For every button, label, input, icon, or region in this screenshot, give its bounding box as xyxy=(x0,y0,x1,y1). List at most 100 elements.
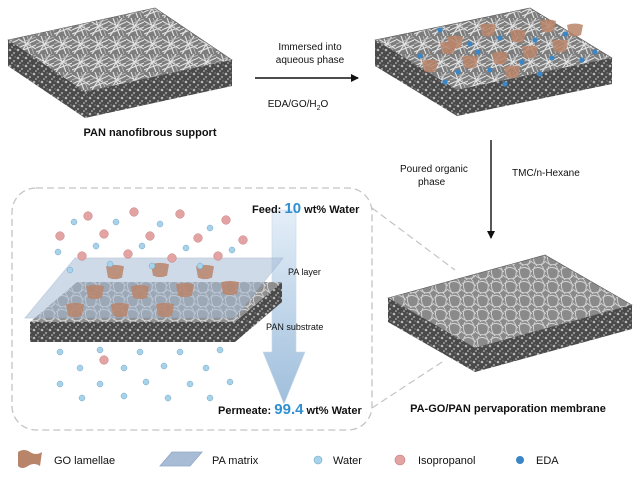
eda-dot xyxy=(532,37,538,43)
water-molecule xyxy=(54,248,62,256)
water-molecule xyxy=(138,242,146,250)
legend-isopropanol: Isopropanol xyxy=(418,455,476,467)
go-flake xyxy=(422,59,438,73)
pa-matrix-legend-swatch xyxy=(159,451,203,467)
go-flake xyxy=(86,284,104,300)
water-molecule xyxy=(66,266,74,274)
water-molecule xyxy=(196,262,204,270)
detail-zoom-box xyxy=(11,187,373,431)
water-molecule xyxy=(70,218,78,226)
detail-go-lamellae-group xyxy=(66,262,239,318)
eda-dot xyxy=(467,41,473,47)
water-molecule xyxy=(160,362,168,370)
go-flake xyxy=(492,51,508,65)
water-molecule xyxy=(164,394,172,402)
go-flake xyxy=(151,262,169,278)
go-flake xyxy=(510,29,526,43)
legend-eda: EDA xyxy=(536,455,559,467)
isopropanol-molecule xyxy=(77,251,87,261)
water-molecule xyxy=(78,394,86,402)
isopropanol-molecule xyxy=(83,211,93,221)
eda-dot xyxy=(592,49,598,55)
molecule-group xyxy=(54,207,248,402)
isopropanol-molecule xyxy=(213,251,223,261)
isopropanol-molecule xyxy=(145,231,155,241)
go-flake xyxy=(540,19,556,33)
isopropanol-molecule xyxy=(175,209,185,219)
isopropanol-molecule xyxy=(99,229,109,239)
water-molecule xyxy=(120,392,128,400)
go-flake xyxy=(552,39,568,53)
eda-dot xyxy=(497,35,503,41)
eda-dot xyxy=(455,69,461,75)
isopropanol-molecule xyxy=(221,215,231,225)
legend-pa-matrix: PA matrix xyxy=(212,455,259,467)
water-molecule xyxy=(228,246,236,254)
water-molecule xyxy=(112,218,120,226)
water-molecule xyxy=(92,242,100,250)
pa-layer-label: PA layer xyxy=(288,267,321,277)
water-molecule xyxy=(120,364,128,372)
eda-dot xyxy=(537,71,543,77)
water-molecule xyxy=(148,262,156,270)
isopropanol-molecule xyxy=(129,207,139,217)
eda-dot xyxy=(442,79,448,85)
water-molecule xyxy=(216,346,224,354)
product-membrane-label: PA-GO/PAN pervaporation membrane xyxy=(410,403,606,415)
go-flake xyxy=(440,41,456,55)
isopropanol-molecule xyxy=(123,249,133,259)
water-molecule xyxy=(142,378,150,386)
water-molecule xyxy=(96,346,104,354)
immersion-step-line1: Immersed into xyxy=(278,42,342,53)
eda-legend-swatch xyxy=(516,456,524,464)
go-flake xyxy=(156,302,174,318)
go-flake xyxy=(111,302,129,318)
water-molecule xyxy=(206,394,214,402)
go-lamellae-legend-swatch xyxy=(18,450,42,468)
eda-dot xyxy=(487,67,493,73)
pan-substrate-label: PAN substrate xyxy=(266,322,323,332)
go-flake xyxy=(462,55,478,69)
pan-support-label: PAN nanofibrous support xyxy=(83,127,216,139)
go-lamellae-group xyxy=(422,19,583,79)
pa-go-pan-membrane-slab xyxy=(387,254,633,372)
eda-dot xyxy=(579,57,585,63)
water-molecule xyxy=(226,378,234,386)
eda-dot xyxy=(417,53,423,59)
eda-dot xyxy=(562,31,568,37)
water-molecule xyxy=(202,364,210,372)
feed-label: Feed: 10 wt% Water xyxy=(252,200,360,217)
isopropanol-molecule xyxy=(167,253,177,263)
water-molecule xyxy=(176,348,184,356)
water-molecule xyxy=(182,244,190,252)
pan-support-slab xyxy=(7,7,233,118)
immersion-step-line2: aqueous phase xyxy=(276,55,345,66)
water-molecule xyxy=(56,380,64,388)
water-molecule xyxy=(156,220,164,228)
legend-go-lamellae: GO lamellae xyxy=(54,455,115,467)
zoom-connector-bottom xyxy=(371,359,446,409)
go-flake xyxy=(480,23,496,37)
go-flake xyxy=(106,264,124,280)
eda-dot xyxy=(502,81,508,87)
eda-dot xyxy=(519,59,525,65)
go-flake xyxy=(221,280,239,296)
go-flake xyxy=(567,23,583,37)
zoom-connector-top xyxy=(371,207,456,271)
go-flake xyxy=(66,302,84,318)
isopropanol-molecule xyxy=(193,233,203,243)
aqueous-solution-label: EDA/GO/H2O xyxy=(268,99,329,112)
organic-step-line2: phase xyxy=(418,177,446,188)
water-molecule xyxy=(106,260,114,268)
eda-dot xyxy=(549,55,555,61)
go-flake xyxy=(131,284,149,300)
water-molecule xyxy=(206,224,214,232)
water-molecule xyxy=(56,348,64,356)
go-flake xyxy=(176,282,194,298)
water-molecule xyxy=(186,380,194,388)
isopropanol-molecule xyxy=(99,355,109,365)
go-flake xyxy=(504,65,520,79)
water-molecule xyxy=(76,364,84,372)
organic-step-line1: Poured organic xyxy=(400,164,468,175)
